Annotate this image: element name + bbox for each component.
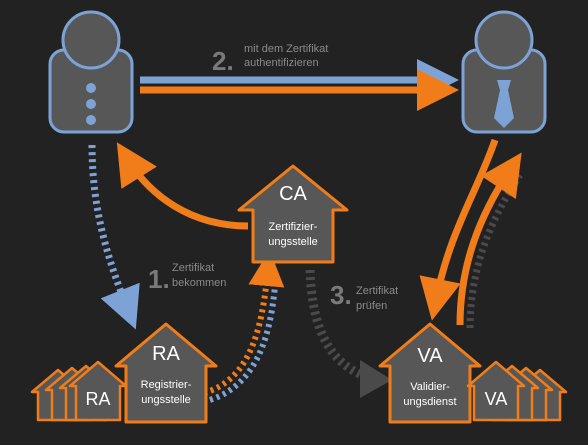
- ca-line1: Zertifizier-: [269, 221, 318, 233]
- ra-line2: ungsstelle: [141, 394, 191, 406]
- step-2-line1: mit dem Zertifikat: [244, 43, 328, 55]
- va-to-service-arrow: [456, 152, 522, 326]
- check-certificate-arrow: [305, 269, 372, 383]
- step-1-number: 1.: [148, 264, 170, 294]
- step-2-number: 2.: [212, 46, 234, 76]
- ca-abbr: CA: [279, 183, 307, 205]
- step-1-line2: bekommen: [172, 277, 226, 289]
- step-3-line2: prüfen: [356, 300, 387, 312]
- ra-small-houses: RA: [30, 360, 128, 422]
- ca-line2: ungsstelle: [268, 236, 318, 248]
- va-small-abbr: VA: [485, 389, 508, 409]
- step-1-label: 1. Zertifikat bekommen: [148, 262, 226, 294]
- user-person-icon: [48, 10, 134, 134]
- step-2-line2: authentifizieren: [244, 57, 319, 69]
- step-2-label: 2. mit dem Zertifikat authentifizieren: [212, 43, 328, 76]
- authenticate-arrow: [140, 59, 459, 111]
- va-abbr: VA: [417, 345, 443, 367]
- ra-small-abbr: RA: [85, 389, 110, 409]
- ca-to-user-arrow: [116, 142, 249, 230]
- ra-to-ca-arrow-blue: [209, 271, 279, 403]
- ra-house: RA Registrier- ungsstelle: [114, 322, 218, 424]
- step-3-label: 3. Zertifikat prüfen: [330, 280, 398, 312]
- va-line1: Validier-: [410, 381, 450, 393]
- step-1-line1: Zertifikat: [172, 262, 214, 274]
- ra-to-ca-arrow: [203, 250, 285, 396]
- ca-house: CA Zertifizier- ungsstelle: [237, 164, 349, 264]
- step-3-number: 3.: [330, 280, 352, 310]
- step-3-line1: Zertifikat: [356, 285, 398, 297]
- va-house: VA Validier- ungsdienst: [378, 322, 482, 424]
- va-small-houses: VA: [466, 360, 568, 422]
- get-certificate-arrow: [88, 144, 140, 330]
- service-person-icon: [461, 10, 547, 134]
- check-certificate-arrowhead: [360, 360, 392, 398]
- ra-abbr: RA: [152, 343, 180, 365]
- ra-line1: Registrier-: [141, 379, 192, 391]
- va-line2: ungsdienst: [403, 396, 456, 408]
